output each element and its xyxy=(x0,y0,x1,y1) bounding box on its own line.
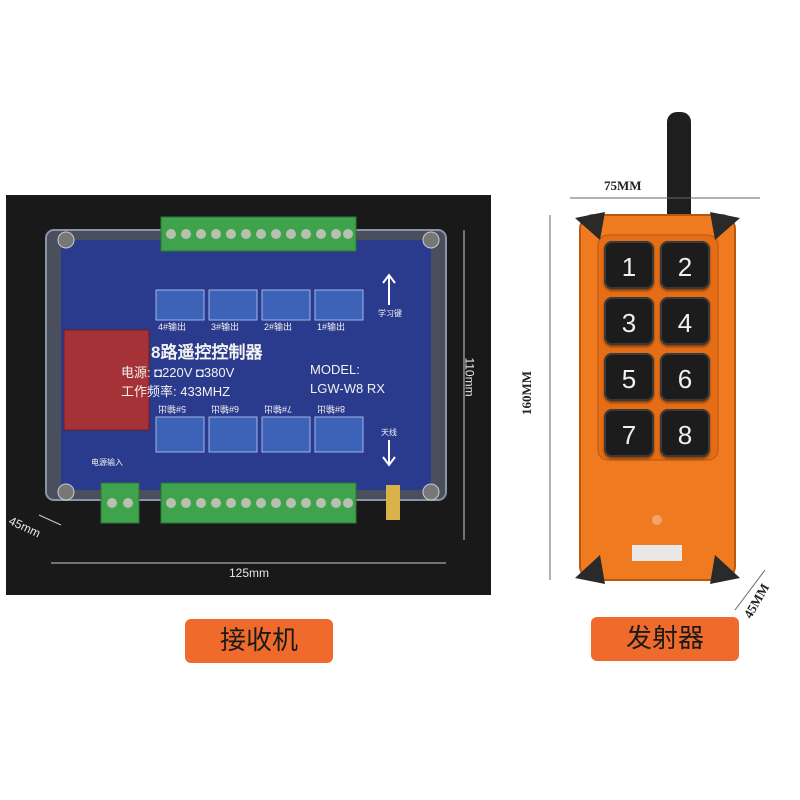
receiver-board-illustration xyxy=(38,216,465,564)
relay-output-4: 4#输出 xyxy=(158,322,187,332)
key-6-button[interactable]: 6 xyxy=(660,353,710,401)
model-label: MODEL: xyxy=(310,362,360,377)
relay-output-1: 1#输出 xyxy=(317,322,346,332)
key-8-button[interactable]: 8 xyxy=(660,409,710,457)
power-spec: 电源: ◘220V ◘380V xyxy=(121,365,235,380)
receiver-height-dimension: 110mm xyxy=(462,357,477,397)
receiver-caption: 接收机 xyxy=(185,619,333,663)
transmitter-height-dimension: 160MM xyxy=(519,370,535,416)
transmitter-keypad: 1 2 3 4 5 6 7 8 xyxy=(598,235,718,460)
key-4-button[interactable]: 4 xyxy=(660,297,710,345)
relay-output-3: 3#输出 xyxy=(211,322,240,332)
key-2-button[interactable]: 2 xyxy=(660,241,710,289)
receiver-title: 8路遥控控制器 xyxy=(151,343,263,362)
relay-output-5: 5#输出 xyxy=(158,404,187,414)
antenna-label: 天线 xyxy=(381,428,397,437)
power-input-label: 电源输入 xyxy=(91,458,123,467)
learn-key-label: 学习键 xyxy=(378,309,402,318)
key-7-button[interactable]: 7 xyxy=(604,409,654,457)
relay-output-2: 2#输出 xyxy=(264,322,293,332)
relay-output-7: 7#输出 xyxy=(264,404,293,414)
receiver-photo-panel: 8路遥控控制器 电源: ◘220V ◘380V MODEL: 工作频率: 433… xyxy=(6,195,491,595)
model-value: LGW-W8 RX xyxy=(310,381,385,396)
key-3-button[interactable]: 3 xyxy=(604,297,654,345)
relay-output-8: 8#输出 xyxy=(317,404,346,414)
transmitter-width-dimension: 75MM xyxy=(604,178,642,193)
frequency-spec: 工作频率: 433MHZ xyxy=(121,384,231,399)
transmitter-caption: 发射器 xyxy=(591,617,739,661)
receiver-width-dimension: 125mm xyxy=(229,566,270,580)
key-5-button[interactable]: 5 xyxy=(604,353,654,401)
relay-output-6: 6#输出 xyxy=(211,404,240,414)
key-1-button[interactable]: 1 xyxy=(604,241,654,289)
